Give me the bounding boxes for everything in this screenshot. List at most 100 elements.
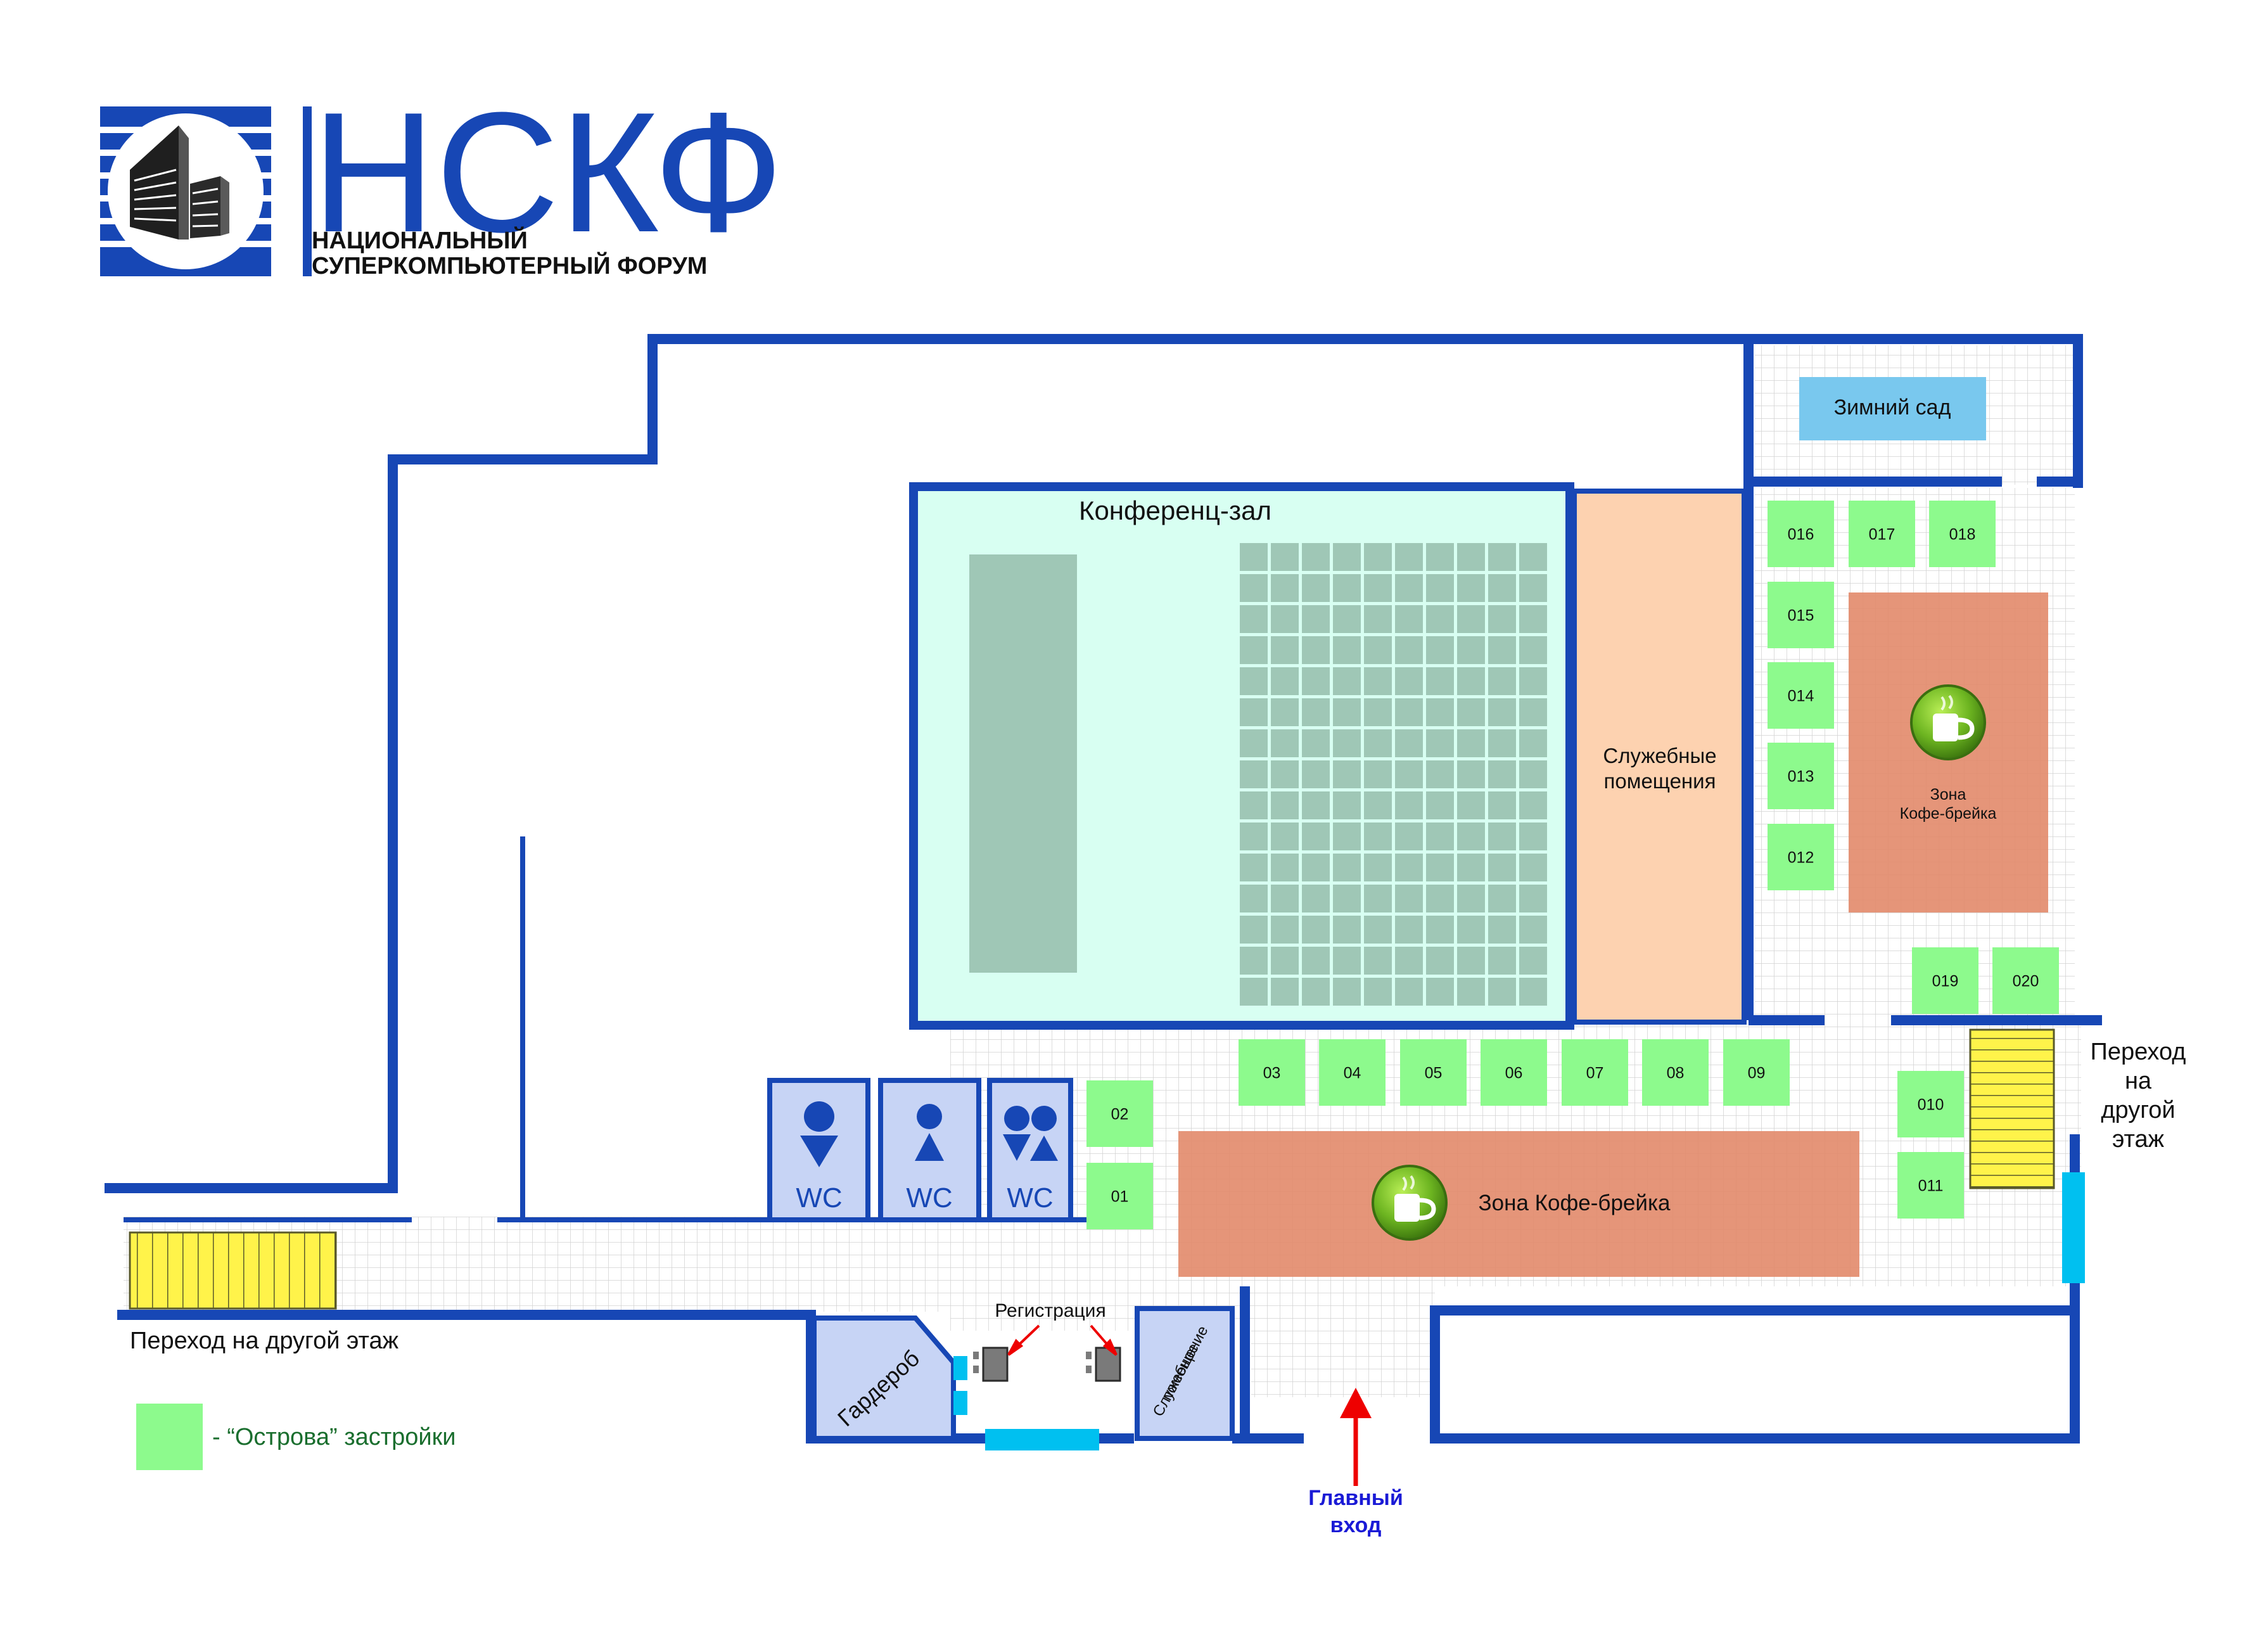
island-018: 018 <box>1929 501 1996 567</box>
island-rect <box>1992 947 2059 1014</box>
transition-right-label-4: этаж <box>2112 1126 2165 1153</box>
transition-left-label: Переход на другой этаж <box>130 1328 399 1354</box>
coffee-cup-icon <box>1373 1166 1446 1239</box>
island-label: 012 <box>1788 849 1814 867</box>
island-rect <box>1086 1080 1153 1147</box>
island-017: 017 <box>1849 501 1915 567</box>
conference-seats <box>1239 542 1549 1008</box>
island-label: 05 <box>1425 1065 1443 1082</box>
island-rect <box>1723 1039 1790 1106</box>
transition-right-label-3: другой <box>2101 1097 2175 1123</box>
island-015: 015 <box>1768 582 1834 648</box>
island-020: 020 <box>1992 947 2059 1014</box>
island-label: 020 <box>2013 973 2039 990</box>
island-rect <box>1562 1039 1628 1106</box>
island-rect <box>1086 1163 1153 1229</box>
island-label: 014 <box>1788 688 1814 705</box>
walls <box>105 334 2102 1444</box>
island-010: 010 <box>1897 1071 1964 1137</box>
door <box>953 1356 967 1380</box>
entrance-label-1: Главный <box>1308 1486 1403 1510</box>
transition-right-label-1: Переход <box>2091 1039 2186 1065</box>
coffee-zone-small-label-2: Кофе-брейка <box>1900 805 1997 823</box>
registration-desk-icon <box>972 1347 1009 1382</box>
service-rooms-label-1: Служебные <box>1603 744 1716 767</box>
island-rect <box>1768 662 1834 729</box>
service-room <box>1135 1306 1235 1441</box>
island-label: 015 <box>1788 607 1814 625</box>
island-rect <box>1642 1039 1709 1106</box>
legend-swatch <box>136 1404 203 1470</box>
island-label: 011 <box>1918 1177 1944 1195</box>
coffee-zone-main <box>1178 1131 1859 1277</box>
island-rect <box>1912 947 1978 1014</box>
island-rect <box>1768 743 1834 809</box>
wc-label: WC <box>1007 1182 1053 1213</box>
island-label: 09 <box>1748 1065 1766 1082</box>
door <box>953 1391 967 1415</box>
logo-abbr: НСКФ <box>312 77 784 268</box>
wc-label: WC <box>796 1182 842 1213</box>
registration-arrows <box>1007 1324 1118 1356</box>
island-label: 01 <box>1111 1188 1129 1206</box>
island-label: 04 <box>1344 1065 1361 1082</box>
island-rect <box>1849 501 1915 567</box>
island-08: 08 <box>1642 1039 1709 1106</box>
island-label: 017 <box>1869 526 1895 544</box>
island-label: 010 <box>1918 1096 1944 1114</box>
island-011: 011 <box>1897 1152 1964 1219</box>
island-label: 019 <box>1932 973 1959 990</box>
coffee-zone-main-label: Зона Кофе-брейка <box>1479 1191 1671 1215</box>
legend-text: - “Острова” застройки <box>212 1424 456 1450</box>
transition-right-label-2: на <box>2125 1068 2152 1094</box>
island-07: 07 <box>1562 1039 1628 1106</box>
island-04: 04 <box>1319 1039 1386 1106</box>
island-rect <box>1897 1071 1964 1137</box>
conference-hall-label: Конференц-зал <box>1079 496 1271 525</box>
island-05: 05 <box>1400 1039 1467 1106</box>
island-rect <box>1897 1152 1964 1219</box>
island-rect <box>1400 1039 1467 1106</box>
island-label: 013 <box>1788 768 1814 786</box>
island-label: 018 <box>1949 526 1976 544</box>
wc-room-family <box>987 1078 1073 1222</box>
island-rect <box>1768 582 1834 648</box>
logo: НСКФ НАЦИОНАЛЬНЫЙ СУПЕРКОМПЬЮТЕРНЫЙ ФОРУ… <box>100 77 784 279</box>
island-06: 06 <box>1481 1039 1547 1106</box>
logo-line2: СУПЕРКОМПЬЮТЕРНЫЙ ФОРУМ <box>312 251 707 279</box>
entrance-label-2: вход <box>1330 1513 1382 1537</box>
island-rect <box>1319 1039 1386 1106</box>
island-02: 02 <box>1086 1080 1153 1147</box>
winter-garden <box>1799 377 1986 440</box>
family-icon <box>1003 1106 1058 1161</box>
island-014: 014 <box>1768 662 1834 729</box>
island-rect <box>1481 1039 1547 1106</box>
island-012: 012 <box>1768 824 1834 890</box>
building-icon <box>130 125 229 240</box>
island-01: 01 <box>1086 1163 1153 1229</box>
coffee-cup-icon <box>1911 686 1985 759</box>
conference-stage <box>969 554 1077 973</box>
arrow-up-icon <box>1340 1388 1372 1486</box>
logo-line1: НАЦИОНАЛЬНЫЙ <box>312 226 528 254</box>
wardrobe-door <box>985 1429 1099 1450</box>
island-09: 09 <box>1723 1039 1790 1106</box>
island-label: 02 <box>1111 1106 1129 1123</box>
service-rooms <box>1572 489 1747 1025</box>
island-016: 016 <box>1768 501 1834 567</box>
wc-block: WC WC WC <box>767 1078 1073 1222</box>
island-rect <box>1768 501 1834 567</box>
registration-label: Регистрация <box>995 1300 1105 1321</box>
island-label: 07 <box>1586 1065 1604 1082</box>
stairs-left <box>129 1231 337 1310</box>
female-icon <box>915 1104 944 1161</box>
island-label: 06 <box>1505 1065 1523 1082</box>
male-icon <box>800 1101 838 1167</box>
island-label: 08 <box>1667 1065 1685 1082</box>
stairs-right <box>1969 1028 2055 1189</box>
island-rect <box>1768 824 1834 890</box>
island-rect <box>1239 1039 1305 1106</box>
wc-label: WC <box>906 1182 952 1213</box>
